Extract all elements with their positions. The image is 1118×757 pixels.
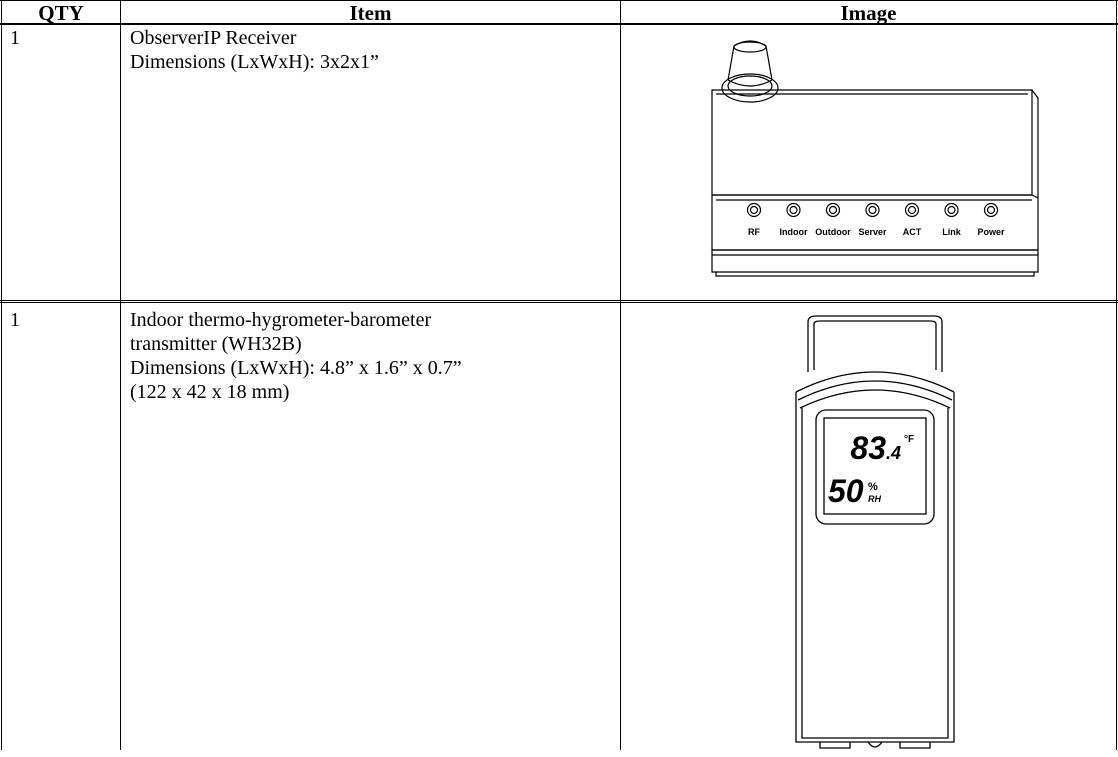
led-indicator (825, 202, 841, 218)
row2-qty: 1 (10, 309, 20, 331)
led-indicator-inner (947, 205, 956, 215)
table-border-left (1, 0, 2, 750)
led-indicator-inner (907, 205, 917, 215)
row1-item-dimensions: Dimensions (LxWxH): 3x2x1” (130, 51, 379, 73)
row2-item-name-line2: transmitter (WH32B) (130, 333, 302, 355)
row-divider (0, 302, 1118, 303)
led-indicator (865, 202, 880, 218)
led-label: ACT (903, 227, 922, 237)
led-indicator (983, 202, 999, 218)
lcd-humidity-unit: % (868, 481, 878, 493)
led-indicator-inner (789, 205, 798, 215)
led-indicator-inner (749, 205, 759, 215)
led-label: Indoor (780, 227, 808, 237)
row1-qty: 1 (10, 27, 20, 49)
led-label: Outdoor (815, 227, 851, 237)
column-divider (120, 0, 121, 750)
led-indicator-inner (986, 205, 996, 215)
header-item: Item (349, 1, 392, 25)
led-label: RF (748, 227, 760, 237)
row1-item: ObserverIP Receiver Dimensions (LxWxH): … (130, 26, 379, 74)
row2-item-dimensions: Dimensions (LxWxH): 4.8” x 1.6” x 0.7” (130, 357, 462, 379)
row2-item: Indoor thermo-hygrometer-barometer trans… (130, 308, 462, 404)
lcd-temperature-decimal: .4 (886, 443, 901, 463)
row2-item-dimensions-mm: (122 x 42 x 18 mm) (130, 381, 290, 403)
led-indicator (746, 202, 762, 218)
led-indicator (904, 202, 920, 218)
lcd-temperature: 83 (850, 430, 886, 466)
header-divider (0, 23, 1118, 25)
wh32b-transmitter-drawing: 83 .4 °F 50 % RH (795, 315, 955, 749)
led-indicator-inner (828, 205, 838, 215)
header-qty: QTY (38, 1, 84, 25)
lcd-humidity-label: RH (868, 494, 881, 504)
led-label: Server (858, 227, 887, 237)
led-label: Link (942, 227, 961, 237)
row2-image: 83 .4 °F 50 % RH (790, 312, 960, 757)
led-indicator (786, 202, 801, 218)
table-border-top (0, 0, 1118, 1)
lcd-temperature-unit: °F (904, 434, 914, 445)
observerip-receiver-drawing: RF Indoor Outdoor Server ACT Link Power (711, 40, 1039, 277)
row-divider (0, 300, 1118, 301)
row2-item-name-line1: Indoor thermo-hygrometer-barometer (130, 309, 432, 331)
led-label: Power (977, 227, 1005, 237)
lcd-humidity: 50 (828, 473, 864, 509)
column-divider (620, 0, 621, 750)
row1-image: RF Indoor Outdoor Server ACT Link Power (702, 40, 1042, 290)
table-border-right (1116, 0, 1117, 750)
led-indicator (944, 202, 959, 218)
header-image: Image (840, 1, 897, 25)
led-indicator-inner (868, 205, 877, 215)
row1-item-name: ObserverIP Receiver (130, 27, 297, 49)
